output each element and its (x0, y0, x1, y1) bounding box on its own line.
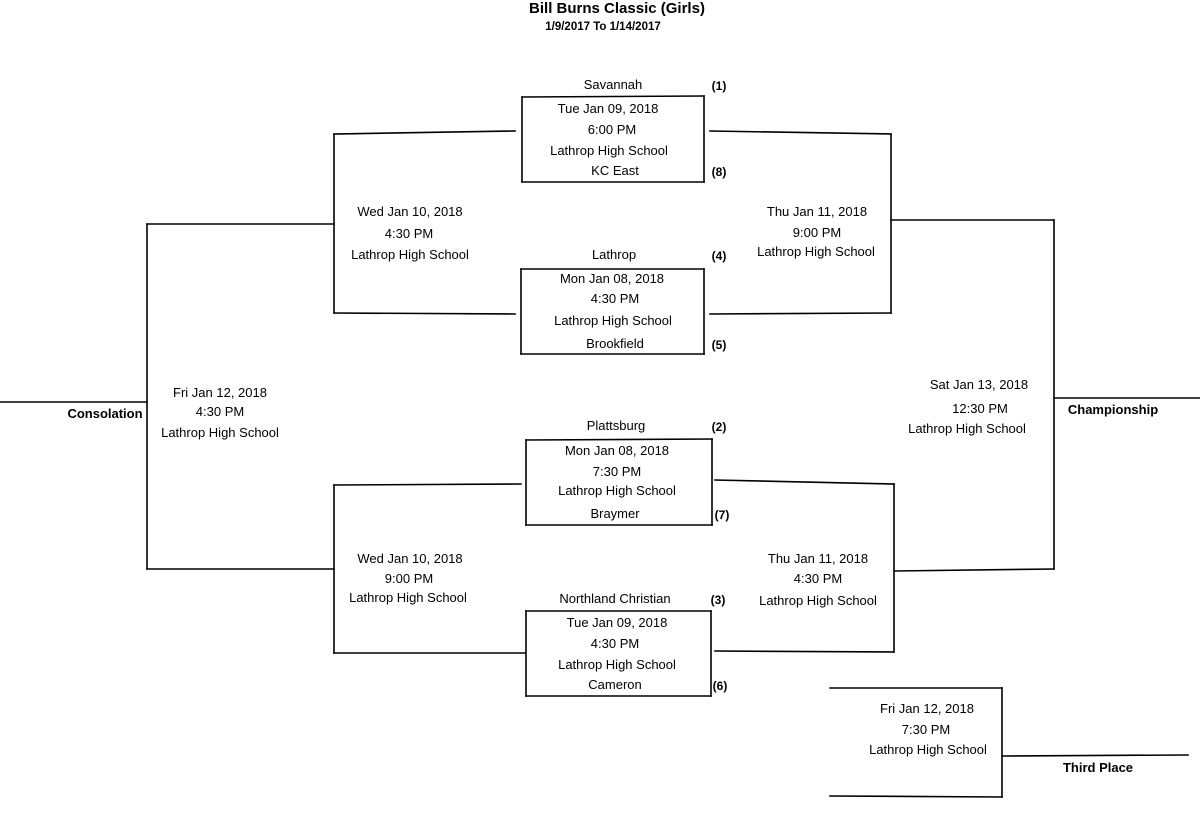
game-date: Mon Jan 08, 2018 (559, 271, 665, 286)
bracket-line (893, 568, 1055, 572)
bracket-line (709, 312, 892, 315)
seed-label: (8) (711, 165, 727, 179)
game-date: Thu Jan 11, 2018 (766, 204, 868, 219)
game-date: Mon Jan 08, 2018 (564, 443, 670, 458)
team-label: Lathrop (591, 247, 637, 262)
bracket-line (709, 130, 892, 135)
game-time: 4:30 PM (590, 636, 640, 651)
page-title: Bill Burns Classic (Girls) (529, 0, 705, 17)
game-venue: Lathrop High School (554, 313, 672, 328)
bracket-line (333, 483, 522, 486)
bracket-line (714, 479, 895, 485)
seed-label: (1) (711, 79, 727, 93)
bracket-line (1001, 754, 1189, 757)
game-time: 9:00 PM (384, 571, 434, 586)
seed-label: (5) (711, 338, 727, 352)
seed-label: (3) (710, 593, 726, 607)
game-venue: Lathrop High School (349, 590, 467, 605)
date-range: 1/9/2017 To 1/14/2017 (545, 21, 661, 33)
game-date: Fri Jan 12, 2018 (880, 701, 974, 716)
game-venue: Lathrop High School (550, 143, 668, 158)
game-time: 6:00 PM (587, 122, 637, 137)
game-venue: Lathrop High School (558, 483, 676, 498)
game-venue: Lathrop High School (351, 247, 469, 262)
bracket-line (829, 795, 1003, 798)
game-date: Wed Jan 10, 2018 (357, 551, 463, 566)
game-time: 4:30 PM (384, 226, 434, 241)
bracket-line (525, 438, 713, 441)
game-time: 7:30 PM (592, 464, 642, 479)
game-date: Wed Jan 10, 2018 (357, 204, 463, 219)
seed-label: (6) (712, 679, 728, 693)
game-venue: Lathrop High School (161, 425, 279, 440)
seed-label: (7) (714, 508, 730, 522)
bracket-line (333, 130, 516, 135)
bracket-line (333, 312, 516, 315)
game-date: Tue Jan 09, 2018 (566, 615, 668, 630)
seed-label: (4) (711, 249, 727, 263)
team-label: Plattsburg (586, 418, 646, 433)
game-venue: Lathrop High School (759, 593, 877, 608)
game-venue: Lathrop High School (908, 421, 1026, 436)
game-date: Fri Jan 12, 2018 (173, 385, 267, 400)
game-time: 7:30 PM (901, 722, 951, 737)
game-venue: Lathrop High School (558, 657, 676, 672)
team-label: Brookfield (586, 336, 644, 351)
game-time: 9:00 PM (792, 225, 842, 240)
consolation-label: Consolation (67, 406, 143, 421)
game-date: Thu Jan 11, 2018 (767, 551, 869, 566)
team-label: Braymer (590, 506, 640, 521)
game-time: 4:30 PM (195, 404, 245, 419)
team-label: Cameron (588, 677, 642, 692)
game-venue: Lathrop High School (757, 244, 875, 259)
game-time: 12:30 PM (952, 401, 1008, 416)
game-time: 4:30 PM (793, 571, 843, 586)
game-time: 4:30 PM (590, 291, 640, 306)
game-date: Sat Jan 13, 2018 (929, 377, 1029, 392)
championship-label: Championship (1067, 402, 1159, 417)
team-label: KC East (591, 163, 639, 178)
third-place-label: Third Place (1062, 760, 1134, 775)
team-label: Savannah (583, 77, 643, 92)
seed-label: (2) (711, 420, 727, 434)
bracket-line (521, 95, 705, 98)
team-label: Northland Christian (559, 591, 671, 606)
game-venue: Lathrop High School (869, 742, 987, 757)
game-date: Tue Jan 09, 2018 (557, 101, 659, 116)
bracket-line (714, 650, 895, 653)
